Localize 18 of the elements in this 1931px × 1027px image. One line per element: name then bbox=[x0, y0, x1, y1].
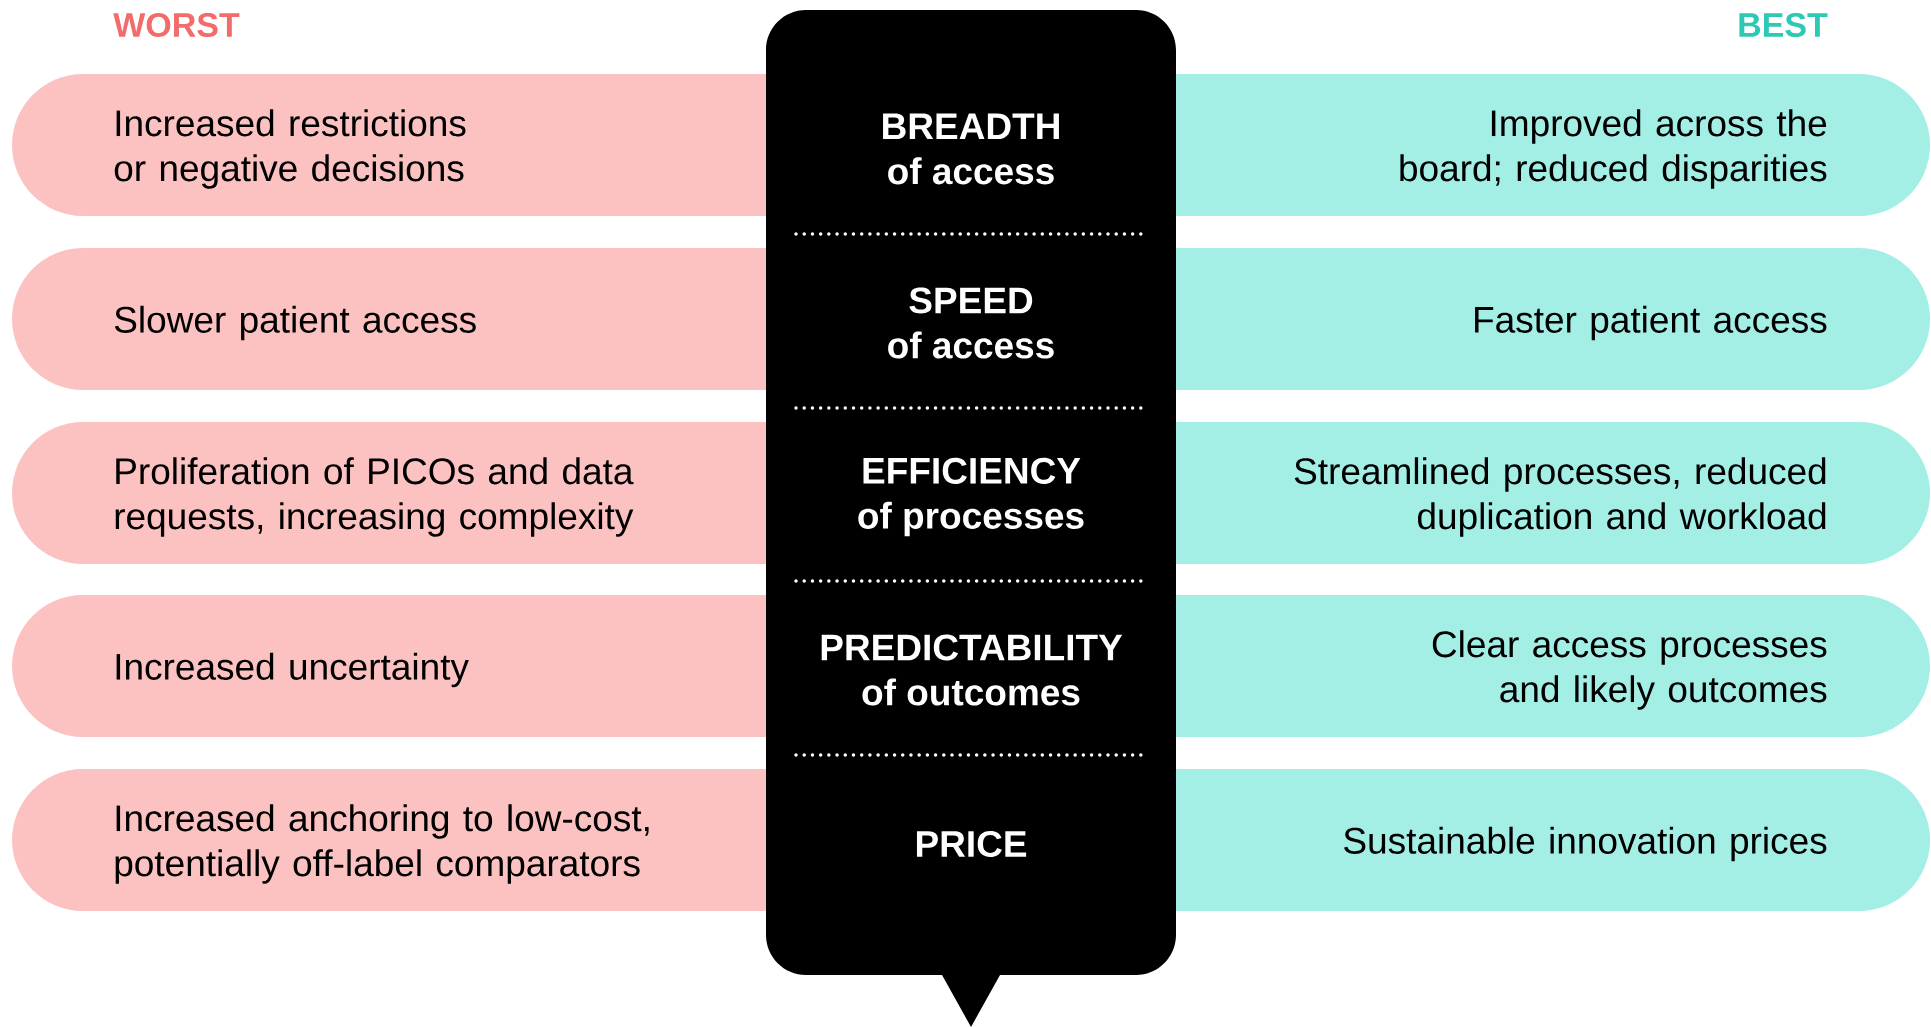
category-label: PRICE bbox=[916, 830, 1027, 858]
best-pill: Clear access processes and likely outcomes bbox=[1176, 595, 1930, 737]
best-pill: Sustainable innovation prices bbox=[1176, 769, 1930, 911]
worst-pill: Proliferation of PICOs and data requests, increasing complexity bbox=[12, 422, 766, 564]
category-label: PREDICTABILITY of outcomes bbox=[821, 634, 1123, 706]
best-pill: Streamlined processes, reduced duplication and workload bbox=[1176, 422, 1930, 564]
column-heading: WORST bbox=[113, 12, 240, 37]
category-label: SPEED of access bbox=[888, 287, 1054, 359]
best-pill: Improved across the board; reduced disparities bbox=[1176, 74, 1930, 216]
best-pill: Faster patient access bbox=[1176, 248, 1930, 390]
worst-pill: Increased uncertainty bbox=[12, 595, 766, 737]
category-label: BREADTH of access bbox=[883, 113, 1059, 185]
worst-pill: Increased anchoring to low-cost, potentially off-label comparators bbox=[12, 769, 766, 911]
column-heading: BEST bbox=[1739, 12, 1828, 37]
category-label: EFFICIENCY of processes bbox=[858, 457, 1084, 537]
callout-panel bbox=[766, 10, 1176, 1027]
worst-pill: Slower patient access bbox=[12, 248, 766, 390]
worst-pill: Increased restrictions or negative decisions bbox=[12, 74, 766, 216]
